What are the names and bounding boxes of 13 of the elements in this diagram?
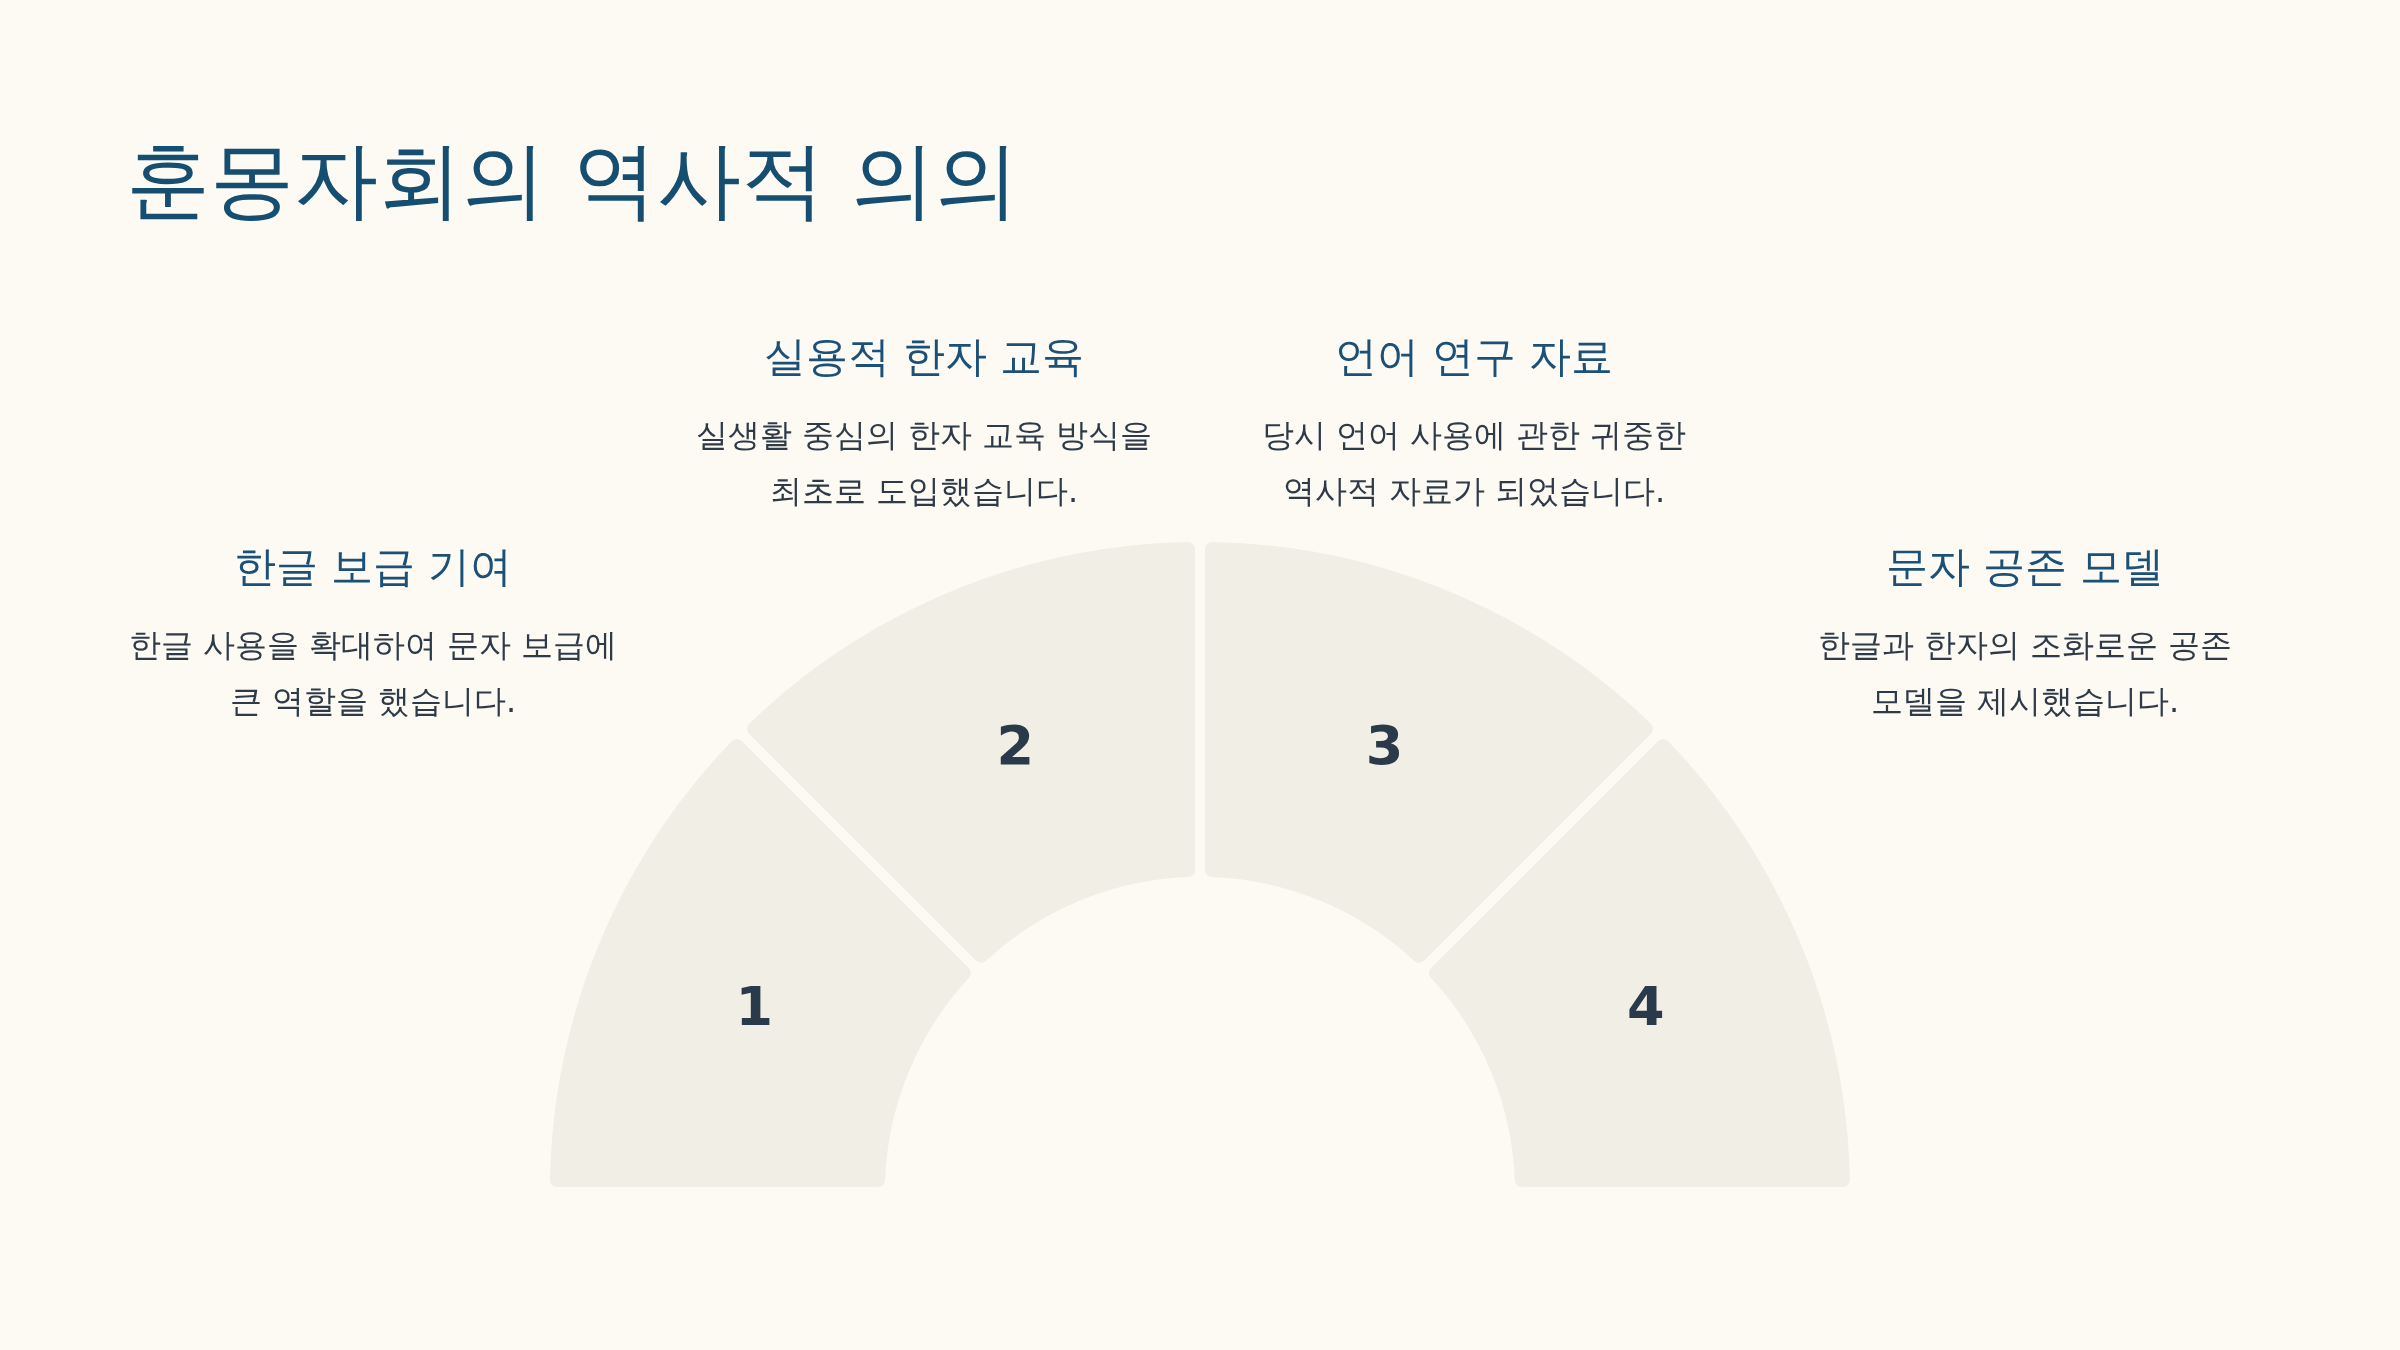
segment-description: 실생활 중심의 한자 교육 방식을 최초로 도입했습니다. [694, 414, 1154, 512]
step-number: 3 [1365, 719, 1404, 774]
step-number: 4 [1626, 980, 1665, 1035]
step-number: 1 [735, 980, 773, 1035]
segment-description: 한글 사용을 확대하여 문자 보급에 큰 역할을 했습니다. [127, 624, 619, 722]
segment-heading: 한글 보급 기여 [233, 541, 513, 593]
segment-description: 한글과 한자의 조화로운 공존 모델을 제시했습니다. [1816, 624, 2234, 722]
title: 훈몽자회의 역사적 의의 [126, 130, 1020, 231]
segment-description: 당시 언어 사용에 관한 귀중한 역사적 자료가 되었습니다. [1260, 414, 1688, 512]
segment-heading: 문자 공존 모델 [1885, 541, 2165, 593]
step-number: 2 [996, 719, 1035, 774]
segment-heading: 실용적 한자 교육 [763, 331, 1085, 383]
segment-heading: 언어 연구 자료 [1334, 331, 1614, 383]
